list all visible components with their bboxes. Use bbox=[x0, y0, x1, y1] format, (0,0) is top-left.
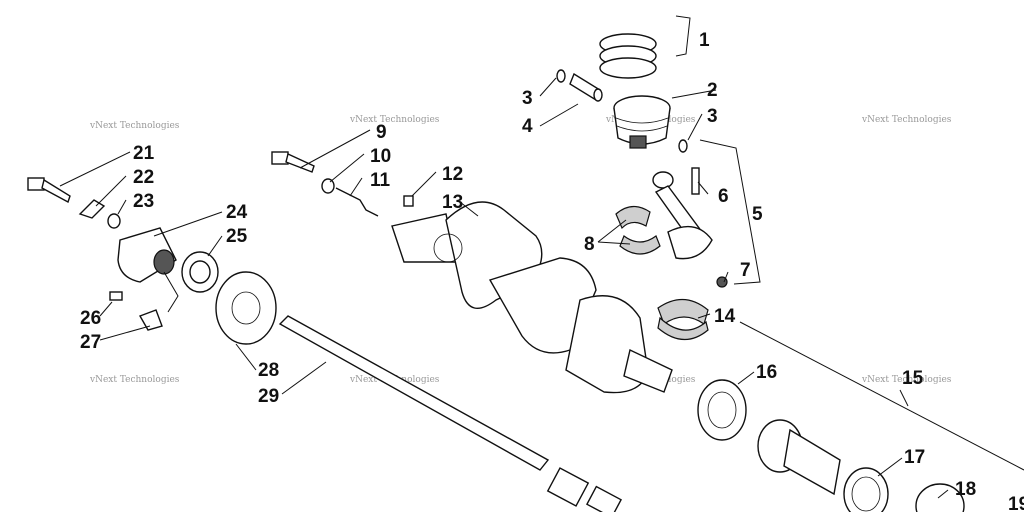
bracket-15 bbox=[739, 321, 1024, 471]
callout-6: 6 bbox=[718, 186, 729, 207]
callout-22: 22 bbox=[133, 167, 154, 188]
callout-9: 9 bbox=[376, 122, 387, 143]
drive-gear bbox=[757, 419, 841, 496]
watermark-5: vNext Technologies bbox=[89, 375, 180, 385]
callout-13: 13 bbox=[442, 192, 463, 213]
callout-7: 7 bbox=[740, 260, 751, 281]
callout-19: 19 bbox=[1008, 494, 1024, 512]
callout-8: 8 bbox=[584, 234, 595, 255]
callout-17: 17 bbox=[904, 447, 925, 468]
oil-seal-16 bbox=[697, 379, 747, 441]
watermark-1: vNext Technologies bbox=[89, 121, 180, 131]
callout-24: 24 bbox=[226, 202, 248, 223]
callout-3-right: 3 bbox=[707, 106, 718, 127]
washer-23 bbox=[107, 213, 121, 229]
oil-seal-17 bbox=[843, 467, 889, 512]
balancer-assembly bbox=[109, 227, 277, 345]
callouts: 1 2 3 3 4 5 6 7 8 9 10 11 12 13 14 15 16… bbox=[80, 30, 1024, 512]
callout-18: 18 bbox=[955, 479, 976, 500]
wire-11 bbox=[335, 187, 379, 217]
rod-bearings bbox=[615, 205, 661, 255]
callout-25: 25 bbox=[226, 226, 248, 247]
main-bearing bbox=[657, 298, 709, 341]
clip-22 bbox=[78, 199, 106, 219]
crankshaft bbox=[391, 201, 673, 394]
balancer-shaft bbox=[278, 315, 623, 512]
washer-10 bbox=[321, 178, 335, 194]
key-12 bbox=[403, 195, 414, 207]
piston-pin bbox=[556, 69, 688, 153]
bolts bbox=[27, 151, 315, 204]
callout-21: 21 bbox=[133, 143, 155, 164]
callout-29: 29 bbox=[258, 386, 279, 407]
callout-27: 27 bbox=[80, 332, 101, 353]
callout-11: 11 bbox=[370, 170, 391, 191]
connecting-rod bbox=[652, 167, 728, 288]
leader-lines bbox=[59, 77, 949, 499]
piston bbox=[613, 95, 671, 149]
callout-5: 5 bbox=[752, 204, 763, 225]
callout-2: 2 bbox=[707, 80, 718, 101]
callout-1: 1 bbox=[699, 30, 710, 51]
watermark-2: vNext Technologies bbox=[349, 115, 440, 125]
callout-3-left: 3 bbox=[522, 88, 533, 109]
callout-28: 28 bbox=[258, 360, 279, 381]
piston-rings bbox=[599, 33, 657, 79]
watermark-4: vNext Technologies bbox=[861, 115, 952, 125]
callout-10: 10 bbox=[370, 146, 391, 167]
callout-23: 23 bbox=[133, 191, 154, 212]
watermark-8: vNext Technologies bbox=[861, 375, 952, 385]
bearing-18 bbox=[915, 483, 965, 512]
callout-12: 12 bbox=[442, 164, 463, 185]
callout-26: 26 bbox=[80, 308, 101, 329]
callout-15: 15 bbox=[902, 368, 924, 389]
callout-16: 16 bbox=[756, 362, 777, 383]
callout-14: 14 bbox=[714, 306, 736, 327]
callout-4: 4 bbox=[522, 116, 533, 137]
